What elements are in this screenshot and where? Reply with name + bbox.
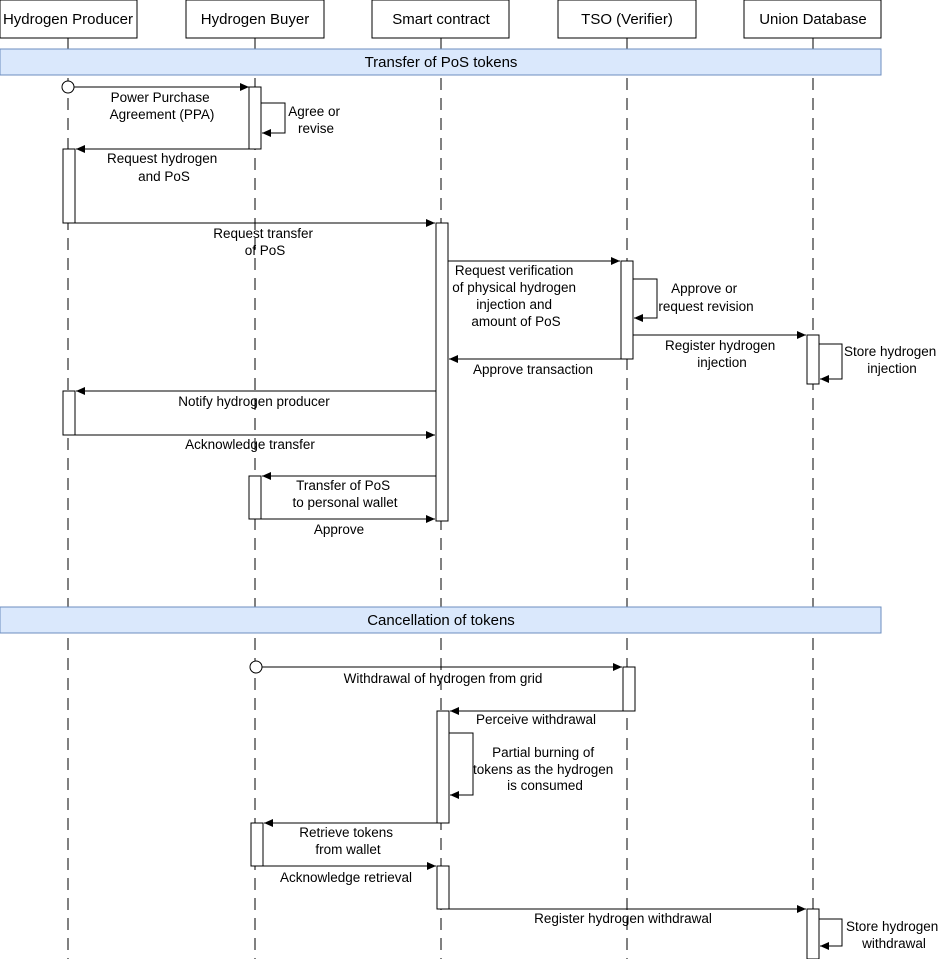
activation-bars	[62, 86, 820, 960]
activation-buyer-1	[248, 86, 262, 150]
activation-union-2	[806, 908, 820, 960]
activation-tso-2	[622, 666, 636, 712]
messages	[74, 83, 843, 950]
label-approve: Approve	[314, 522, 364, 537]
message-labels: Power Purchase Agreement (PPA) Agree or …	[107, 90, 941, 951]
activation-contract-2	[436, 710, 450, 824]
actor-tso: TSO (Verifier)	[557, 0, 697, 39]
label-agree: Agree or revise	[288, 104, 344, 136]
section-transfer: Transfer of PoS tokens	[0, 48, 882, 76]
activation-producer-1	[62, 148, 76, 224]
label-register-injection: Register hydrogen injection	[665, 338, 779, 370]
actor-tso-label: TSO (Verifier)	[581, 11, 673, 28]
arrow-store-injection	[819, 343, 843, 383]
actor-union: Union Database	[743, 0, 882, 39]
label-withdrawal-grid: Withdrawal of hydrogen from grid	[344, 671, 543, 686]
actor-contract: Smart contract	[371, 0, 510, 39]
label-ppa: Power Purchase Agreement (PPA)	[110, 90, 215, 122]
label-partial-burning: Partial burning of tokens as the hydroge…	[473, 745, 617, 793]
activation-buyer-3	[250, 822, 264, 867]
label-request-hydrogen: Request hydrogen and PoS	[107, 151, 221, 184]
actor-contract-label: Smart contract	[392, 11, 490, 28]
start-circle-buyer	[249, 660, 263, 674]
label-perceive-withdrawal: Perceive withdrawal	[476, 712, 596, 727]
label-acknowledge-retrieval: Acknowledge retrieval	[280, 870, 412, 885]
label-request-transfer: Request transfer of PoS	[213, 226, 317, 258]
section-cancellation: Cancellation of tokens	[0, 606, 882, 634]
label-request-verification: Request verification of physical hydroge…	[452, 263, 580, 329]
actor-buyer-label: Hydrogen Buyer	[201, 11, 309, 28]
arrow-agree	[261, 102, 286, 137]
section-cancellation-label: Cancellation of tokens	[367, 612, 515, 629]
activation-contract-1	[435, 222, 449, 522]
label-retrieve-tokens: Retrieve tokens from wallet	[299, 825, 397, 857]
label-store-withdrawal: Store hydrogen withdrawal	[846, 919, 941, 951]
arrow-approve-revision	[633, 278, 658, 322]
label-approve-transaction: Approve transaction	[473, 362, 593, 377]
start-circle-producer	[61, 80, 75, 94]
activation-tso-1	[620, 260, 634, 360]
label-approve-revision: Approve or request revision	[658, 281, 753, 314]
arrow-store-withdrawal	[819, 918, 843, 950]
activation-producer-2	[62, 390, 76, 436]
label-transfer-wallet: Transfer of PoS to personal wallet	[292, 478, 397, 510]
actor-producer-label: Hydrogen Producer	[3, 11, 133, 28]
actor-buyer: Hydrogen Buyer	[185, 0, 325, 39]
activation-buyer-2	[248, 475, 262, 520]
label-notify-producer: Notify hydrogen producer	[178, 394, 330, 409]
section-transfer-label: Transfer of PoS tokens	[365, 54, 518, 71]
activation-contract-3	[436, 865, 450, 910]
actor-headers: Hydrogen Producer Hydrogen Buyer Smart c…	[0, 0, 882, 39]
actor-union-label: Union Database	[759, 11, 867, 28]
label-store-injection: Store hydrogen injection	[844, 344, 940, 376]
label-acknowledge-transfer: Acknowledge transfer	[185, 437, 315, 452]
activation-union-1	[806, 334, 820, 385]
actor-producer: Hydrogen Producer	[0, 0, 138, 39]
arrow-partial-burning	[449, 732, 474, 799]
label-register-withdrawal: Register hydrogen withdrawal	[534, 911, 712, 926]
